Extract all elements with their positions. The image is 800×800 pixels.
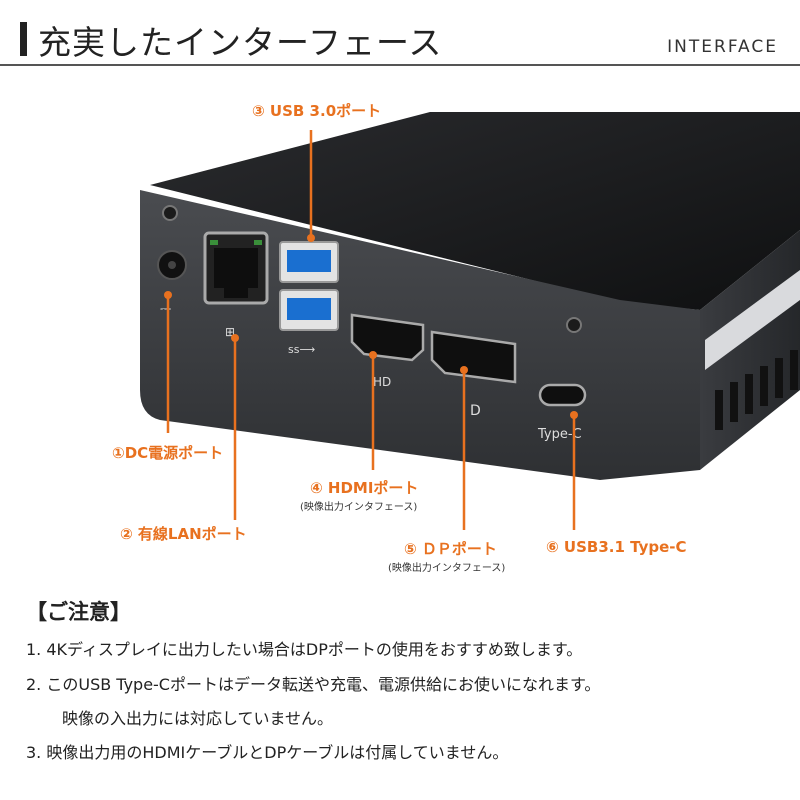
header-divider: [0, 64, 800, 66]
port-label-typec: Type-C: [537, 427, 582, 442]
callout-dp: ⑤ ＤＰポート: [404, 540, 497, 558]
page-header: 充実したインターフェース INTERFACE: [0, 0, 800, 66]
svg-text:⎓: ⎓: [160, 301, 171, 317]
port-label-hd: HD: [373, 375, 391, 389]
port-label-dp: D: [470, 403, 481, 419]
callout-usb30: ③ USB 3.0ポート: [252, 102, 382, 120]
hdmi-port: [350, 313, 425, 362]
usb-typec-port: [538, 383, 587, 407]
note-item: 1. 4Kディスプレイに出力したい場合はDPポートの使用をおすすめ致します。: [26, 640, 583, 659]
notes-title: 【ご注意】: [26, 600, 131, 624]
callout-hdmi: ④ HDMIポート: [310, 479, 419, 497]
side-vents: [715, 350, 798, 430]
page-subtitle: INTERFACE: [667, 37, 778, 57]
page-title: 充実したインターフェース: [38, 23, 443, 62]
callout-usb-typec: ⑥ USB3.1 Type-C: [546, 538, 687, 556]
svg-text:⊞: ⊞: [225, 325, 235, 339]
callout-lan: ② 有線LANポート: [120, 525, 247, 543]
screw-icon: [566, 317, 582, 333]
displayport-port: [430, 330, 517, 384]
mini-pc-photo: ⎓ ⊞ ss⟶ HD D Type-C: [140, 112, 800, 530]
callout-dc-power: ①DC電源ポート: [112, 444, 224, 462]
device-top: [150, 112, 800, 310]
callout-lines: [166, 130, 576, 530]
title-accent-bar: [20, 22, 27, 56]
svg-text:ss⟶: ss⟶: [288, 343, 315, 356]
callout-dp-note: (映像出力インタフェース): [388, 563, 506, 574]
note-item: 3. 映像出力用のHDMIケーブルとDPケーブルは付属していません。: [26, 743, 509, 762]
screw-icon: [162, 205, 178, 221]
note-item: 2. このUSB Type-Cポートはデータ転送や充電、電源供給にお使いになれま…: [26, 675, 601, 694]
callout-dots: [164, 234, 578, 419]
note-item: 映像の入出力には対応していません。: [62, 709, 334, 728]
callout-hdmi-note: (映像出力インタフェース): [300, 502, 418, 513]
